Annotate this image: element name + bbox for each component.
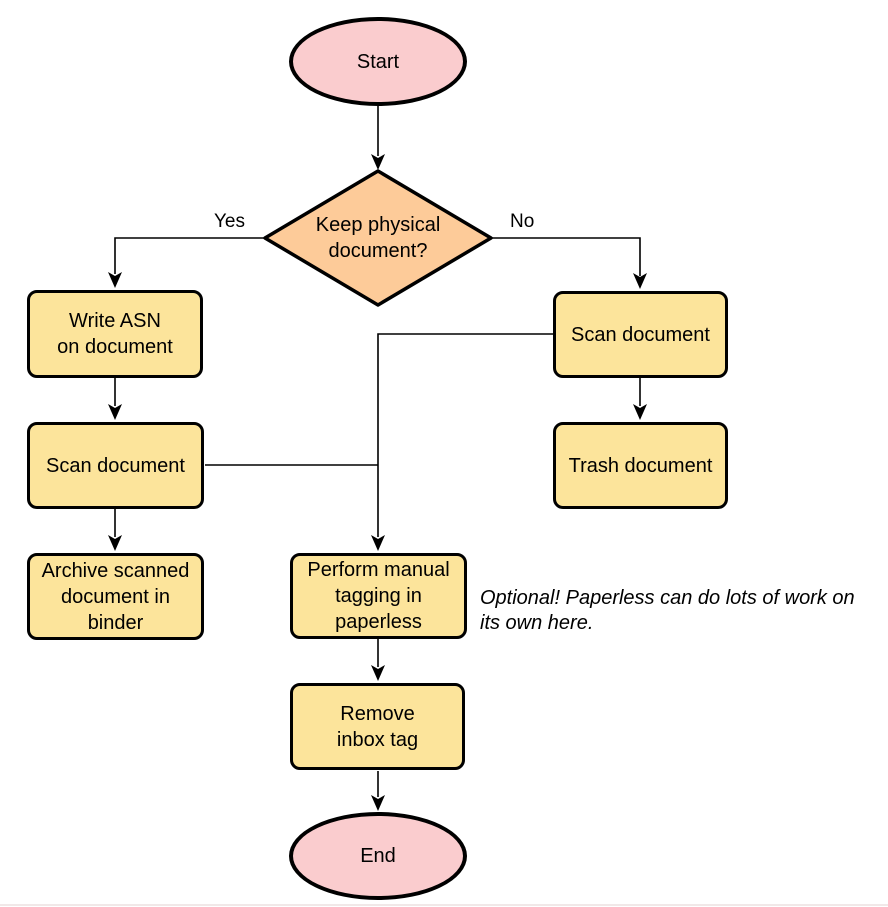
remove-inbox-tag-node-label: Remove inbox tag: [336, 702, 419, 751]
edge-decision-to-scan-right: [492, 237, 641, 276]
scan-document-left-node: Scan document: [27, 422, 204, 509]
start-node: Start: [289, 17, 467, 106]
remove-inbox-tag-node: Remove inbox tag: [290, 683, 465, 770]
scan-document-left-node-label: Scan document: [46, 454, 185, 477]
arrowhead-scan-left-to-archive: [108, 535, 122, 551]
scan-document-right-node-label: Scan document: [571, 323, 710, 346]
trash-document-node: Trash document: [553, 422, 728, 509]
decision-node-label: Keep physical document?: [315, 214, 441, 262]
archive-node-label: Archive scanned document in binder: [41, 559, 190, 634]
yes-label: Yes: [212, 211, 247, 232]
arrowhead-decision-to-write-asn: [108, 272, 122, 288]
arrowhead-start-to-decision: [371, 154, 385, 170]
annotation-note: Optional! Paperless can do lots of work …: [480, 587, 855, 634]
decision-shape: [263, 169, 493, 307]
arrowhead-scan-right-to-tagging: [371, 535, 385, 551]
write-asn-node: Write ASN on document: [27, 290, 203, 378]
no-label: No: [508, 211, 537, 232]
scan-document-right-node: Scan document: [553, 291, 728, 378]
decision-node: Keep physical document?: [266, 171, 490, 305]
end-node-label: End: [360, 845, 396, 867]
arrowhead-remove-inbox-to-end: [371, 795, 385, 811]
tagging-node: Perform manual tagging in paperless: [290, 553, 467, 639]
arrowhead-write-asn-to-scan-left: [108, 404, 122, 420]
bottom-border-line: [0, 904, 888, 906]
trash-document-node-label: Trash document: [568, 454, 713, 477]
end-node: End: [289, 812, 467, 900]
edge-decision-to-write-asn: [114, 237, 264, 274]
start-node-label: Start: [356, 50, 400, 73]
write-asn-node-label: Write ASN on document: [57, 310, 173, 358]
arrowhead-scan-right-to-trash: [633, 404, 647, 420]
edge-scan-right-to-tagging: [377, 333, 553, 537]
archive-node: Archive scanned document in binder: [27, 553, 204, 640]
arrowhead-tagging-to-remove-inbox: [371, 665, 385, 681]
arrowhead-decision-to-scan-right: [633, 273, 647, 289]
tagging-node-label: Perform manual tagging in paperless: [307, 559, 450, 633]
